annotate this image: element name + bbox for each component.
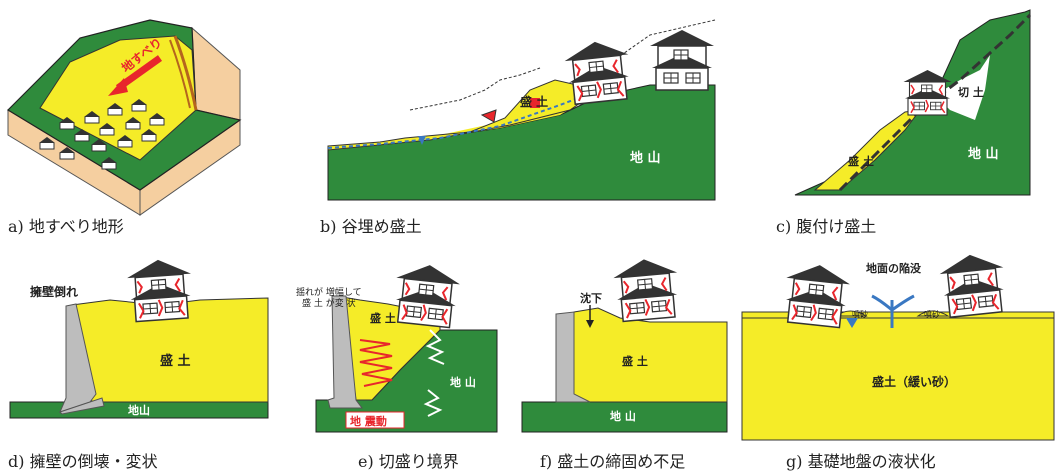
caption-c: c) 腹付け盛土 [776,217,877,236]
panel-e-cut-fill-boundary: 揺れが 増幅して 盛 土 が変 状 盛 土 地 山 地 震動 [296,261,498,433]
f-fill-label: 盛 土 [622,354,648,368]
f-settle-label: 沈下 [580,291,602,305]
g-sand-right: 噴砂 [924,309,940,319]
e-note-line2: 盛 土 が変 状 [302,297,356,309]
caption-f: f) 盛土の締固め不足 [540,452,686,471]
panel-b-valley-fill: 盛 土 地 山 [327,19,716,201]
caption-d: d) 擁壁の倒壊・変状 [8,452,158,471]
c-cut-label: 切 土 [958,85,984,99]
caption-b: b) 谷埋め盛土 [320,217,422,236]
e-fill-label: 盛 土 [370,311,396,325]
b-ground-label: 地 山 [630,150,661,166]
e-quake-label: 地 震動 [350,414,387,428]
caption-e: e) 切盛り境界 [358,452,459,471]
panel-a-landslide-terrain: 地すべり [7,19,242,216]
caption-g: g) 基礎地盤の液状化 [786,452,936,471]
d-ground-label: 地山 [128,403,150,417]
caption-a: a) 地すべり地形 [8,217,124,236]
g-sand-left: 噴砂 [852,309,868,319]
panel-f-compaction: 沈下 盛 土 地 山 [521,255,728,433]
e-ground-label: 地 山 [450,375,476,389]
g-title: 地面の陥没 [866,261,922,275]
f-ground-label: 地 山 [610,409,636,423]
g-fill-label: 盛土（緩い砂） [872,374,956,389]
panel-g-liquefaction: 地面の陥没 噴砂 噴砂 盛土（緩い砂） [741,250,1055,441]
b-fill-label: 盛 土 [520,94,548,109]
panel-d-retaining-wall: 擁壁倒れ 盛 土 地山 [9,256,269,419]
e-note-line1: 揺れが 増幅して [296,286,362,298]
d-fill-label: 盛 土 [160,353,191,369]
panel-c-side-fill: 切 土 盛 土 地 山 [794,9,1032,196]
c-ground-label: 地 山 [968,146,999,162]
c-fill-label: 盛 土 [848,154,874,168]
d-wall-label: 擁壁倒れ [30,284,78,299]
